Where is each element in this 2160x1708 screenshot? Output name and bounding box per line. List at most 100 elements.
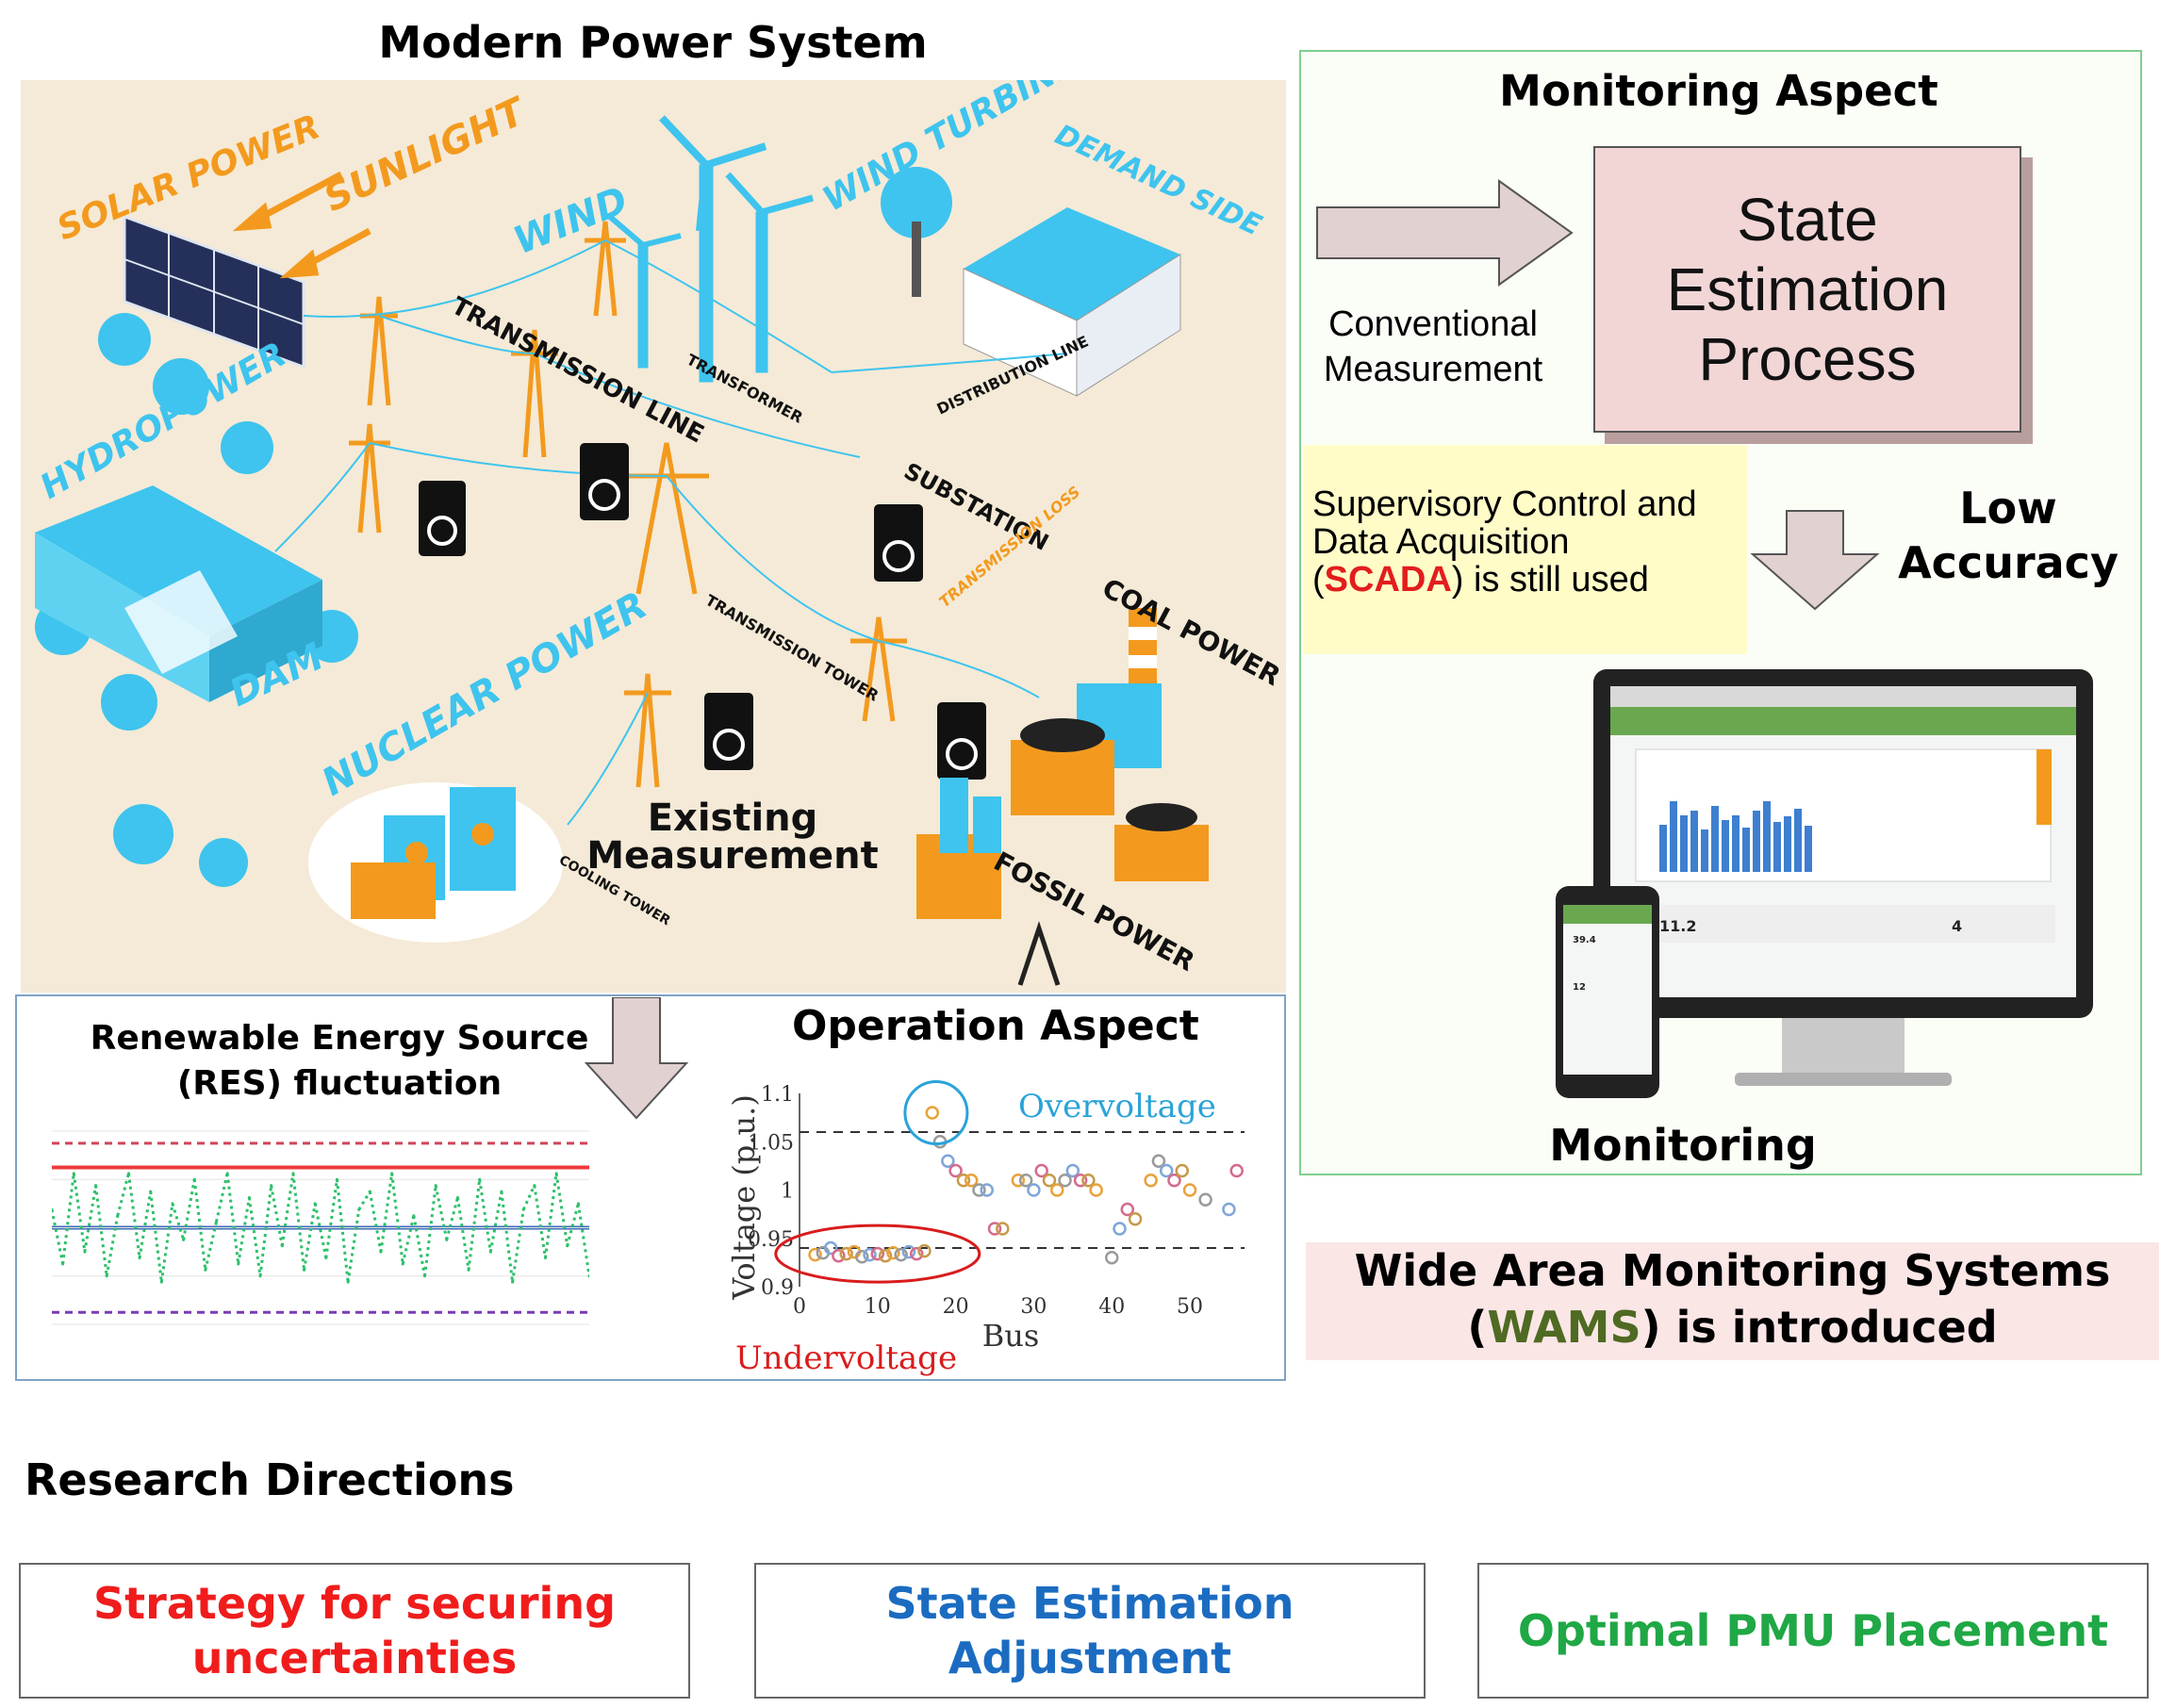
screen-value-1: 11.2 [1659,917,1696,935]
res-data-point [521,1207,525,1211]
sunlight-arrows-icon [232,171,371,279]
voltage-data-point [839,1246,853,1261]
y-tick-label: 0.9 [761,1276,794,1300]
res-series-segment [159,1203,174,1283]
res-series-segment [215,1173,229,1223]
voltage-data-point [823,1240,838,1256]
research-item-securing-uncertainties: Strategy for securing uncertainties [19,1563,690,1699]
res-series-segment [511,1209,525,1283]
res-series-segment [182,1178,196,1240]
voltage-data-point [863,1247,877,1262]
res-data-point [138,1256,141,1260]
y-tick-label: 1.1 [761,1083,794,1107]
res-series-segment [303,1203,317,1271]
coal-power-plant-icon [1011,608,1209,881]
res-series-segment [368,1191,383,1253]
res-series-segment [126,1173,141,1258]
res-series-segment [52,1208,65,1265]
operation-aspect-title: Operation Aspect [792,1002,1199,1050]
res-data-point [270,1184,273,1188]
res-data-point [390,1172,394,1175]
res-data-point [72,1172,75,1175]
voltage-data-point [941,1154,955,1168]
voltage-data-point [886,1245,900,1260]
res-series-segment [346,1209,361,1283]
meter-dial-icon [427,479,978,770]
res-series-segment [521,1185,536,1210]
state-estimation-process-box: State Estimation Process [1593,146,2021,433]
voltage-data-point [980,1183,994,1197]
voltage-data-point [1042,1174,1057,1188]
voltage-data-point [1120,1202,1135,1217]
res-data-point [324,1256,328,1260]
res-series-segment [313,1203,328,1258]
wams-line1: Wide Area Monitoring Systems [1354,1245,2111,1296]
x-tick-label: 50 [1177,1295,1203,1319]
phone-value-1: 39.4 [1573,935,1596,945]
low-accuracy-line2: Accuracy [1898,537,2119,588]
res-series-segment [83,1185,98,1253]
scada-description: Supervisory Control and Data Acquisition… [1312,485,1746,599]
conventional-line2: Measurement [1323,350,1543,389]
voltage-data-point [987,1222,1002,1236]
res-data-point [214,1220,218,1224]
scada-line2: Data Acquisition [1312,522,1570,562]
res-series-segment [72,1173,87,1253]
se-line1: State [1737,186,1878,254]
wams-acronym: WAMS [1487,1302,1641,1353]
res-series-segment [270,1185,284,1246]
modern-power-system-title: Modern Power System [378,17,928,68]
res-series-segment [533,1185,547,1258]
res-data-point [171,1202,174,1206]
res-series-segment [554,1173,569,1246]
res-series-segment [149,1191,163,1283]
res-series-segment [445,1197,459,1240]
wams-highlight-box [1306,1242,2159,1360]
down-arrow-operation-icon [585,997,688,1120]
res-series-segment [423,1185,437,1276]
res-data-point [500,1190,503,1193]
wams-line2: (WAMS) is introduced [1306,1299,2159,1355]
undervoltage-label: Undervoltage [735,1339,957,1376]
res-fluctuation-plot [52,1130,589,1325]
y-axis-label: Voltage (p.u.) [726,1094,762,1301]
res-data-point [247,1195,251,1199]
voltage-data-point [1018,1174,1033,1188]
res-data-point [237,1262,240,1266]
research-item-3-line1: Optimal PMU Placement [1517,1605,2109,1656]
res-data-point [61,1262,65,1266]
res-data-point [554,1172,558,1175]
voltage-data-point [925,1106,940,1120]
res-data-point [445,1238,449,1241]
res-data-point [116,1214,120,1218]
voltage-data-point [894,1247,908,1262]
se-line3: Process [1698,325,1917,393]
res-series-segment [105,1215,120,1277]
voltage-data-point [1222,1202,1236,1217]
undervoltage-highlight-ellipse [774,1224,981,1284]
voltage-data-point [964,1174,979,1188]
overvoltage-label: Overvoltage [1018,1088,1216,1125]
res-data-point [488,1250,492,1254]
existing-measurement-label-1: Existing [648,797,818,840]
smartphone-icon [1556,886,1659,1098]
res-data-point [566,1244,569,1248]
res-data-point [225,1172,229,1175]
res-series-segment [237,1197,251,1265]
res-title-line1: Renewable Energy Source [90,1019,589,1058]
voltage-data-point [956,1174,971,1188]
wams-rest: ) is introduced [1641,1302,1998,1353]
res-series-segment [94,1185,108,1276]
res-series-segment [324,1179,338,1258]
x-tick-label: 10 [865,1295,891,1319]
low-accuracy-label: Low Accuracy [1881,481,2135,590]
solar-panel-icon [123,214,305,370]
research-item-1-line1: Strategy for securing [93,1578,616,1629]
voltage-data-point [972,1183,986,1197]
res-data-point [401,1262,404,1266]
energy-bar-chart-icon [1659,801,1812,872]
monitoring-devices-image: 11.2 4 39.4 12 [1556,669,2093,1098]
research-item-2-line2: Adjustment [948,1633,1232,1683]
res-data-point [105,1274,108,1278]
